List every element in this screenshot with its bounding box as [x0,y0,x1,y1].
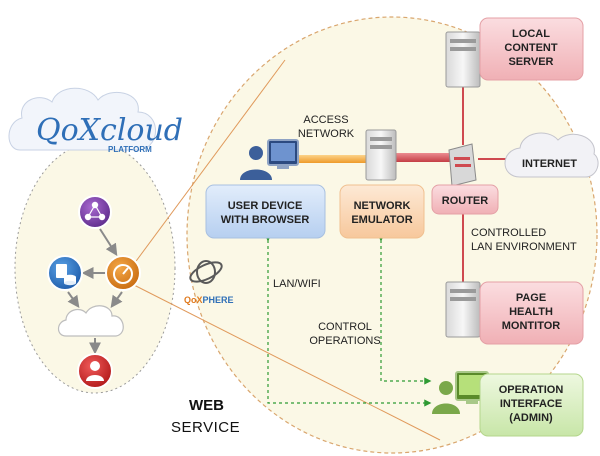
web-label: WEB [189,397,224,414]
lan-wifi-label: LAN/WIFI [273,278,321,290]
network-emulator-box: NETWORK EMULATOR [339,184,425,239]
operation-interface-box: OPERATION INTERFACE (ADMIN) [479,373,584,437]
lan-wifi-connection [264,234,432,407]
platform-scope [14,142,176,394]
flow-blue-to-cloud [67,291,80,308]
cloud-node-icon [57,305,124,337]
user-node-icon [77,353,113,389]
zoom-line-top [127,59,286,273]
emulator-server-icon [365,129,397,181]
operation-line-2: INTERFACE [500,398,562,410]
flow-purple-to-orange [99,228,118,257]
controlled-lan-line-1: CONTROLLED [471,227,546,239]
local-server-line-3: SERVER [508,56,553,68]
emulator-line-2: EMULATOR [351,214,412,226]
monitor-server-icon [445,281,481,338]
controlled-lan-line-2: LAN ENVIRONMENT [471,241,577,253]
user-device-line-2: WITH BROWSER [221,214,310,226]
operation-line-3: (ADMIN) [509,412,553,424]
monitor-line-2: HEALTH [509,306,553,318]
access-network-line-1: ACCESS [303,114,348,126]
emulator-line-1: NETWORK [354,200,411,212]
qoxphere-suffix: PHERE [203,295,234,305]
qoxcloud-logo-text: QoXcloud [36,113,183,148]
service-label: SERVICE [171,419,240,436]
user-device-line-1: USER DEVICE [228,200,303,212]
router-icon [448,143,477,187]
control-operations-connection [377,234,432,385]
emulator-router-link [396,153,451,162]
monitor-line-3: MONTITOR [502,320,561,332]
page-health-monitor-box: PAGE HEALTH MONTITOR [479,281,584,345]
local-server-icon [445,31,481,88]
qoxphere-prefix: QoX [184,295,203,305]
control-operations-line-1: CONTROL [318,321,372,333]
access-network-line-2: NETWORK [298,128,355,140]
local-server-box: LOCAL CONTENT SERVER [479,17,584,81]
platform-label: PLATFORM [108,145,152,154]
svg-text:QoXPHERE: QoXPHERE [184,295,234,305]
internet-label: INTERNET [522,158,577,170]
user-device-box: USER DEVICE WITH BROWSER [205,184,326,239]
local-server-line-1: LOCAL [512,28,550,40]
user-computer-icon [240,139,299,180]
qoxcloud-logo: QoXcloud PLATFORM [8,87,183,154]
access-network-link [298,155,368,163]
operation-line-1: OPERATION [499,384,564,396]
gauge-node-icon [105,255,141,291]
flow-orange-to-cloud [110,291,123,308]
router-box: ROUTER [431,184,499,215]
router-label: ROUTER [442,195,489,207]
internet-cloud: INTERNET [504,132,599,178]
monitor-line-1: PAGE [516,292,546,304]
control-operations-line-2: OPERATIONS [309,335,380,347]
database-node-icon [47,255,83,291]
local-server-line-2: CONTENT [504,42,557,54]
share-node-icon [78,195,112,229]
qoxphere-logo: QoXPHERE [184,260,234,305]
